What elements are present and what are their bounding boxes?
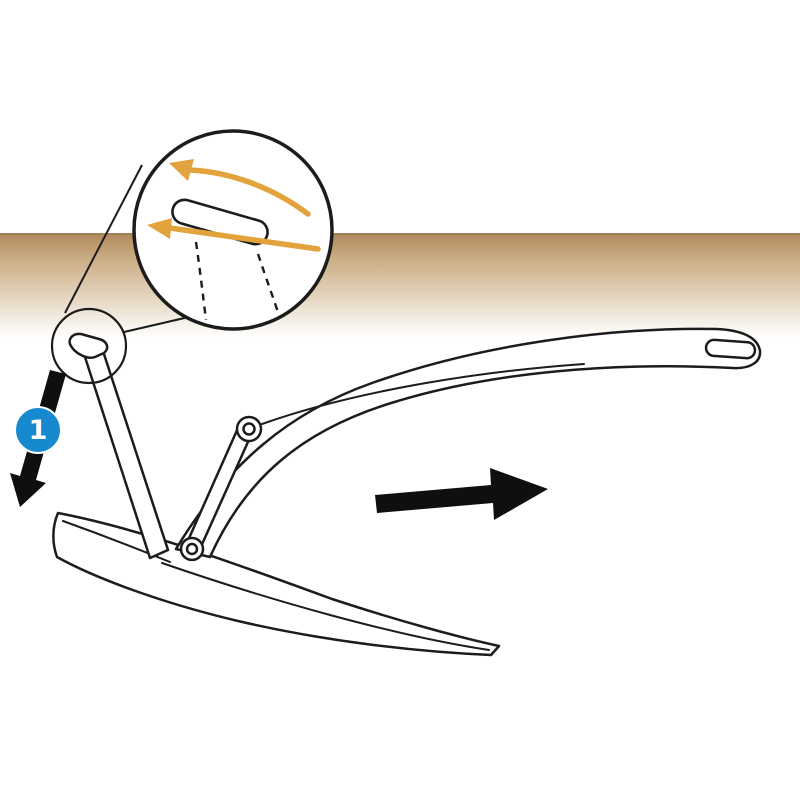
pivot-bolt-lower xyxy=(179,536,205,562)
anchor-tip-blade xyxy=(68,332,109,359)
flow-arrow-lower-head-icon xyxy=(147,218,172,239)
flow-arrows xyxy=(147,159,321,252)
seabed-band xyxy=(0,233,800,337)
step-1-badge: 1 xyxy=(14,406,62,454)
pivot-bolt-upper-center xyxy=(242,422,256,436)
shackle-slot xyxy=(704,338,757,360)
pivot-bolt-lower-center xyxy=(185,542,199,556)
flow-arrow-upper xyxy=(187,167,311,217)
hidden-edge-right xyxy=(256,253,282,319)
tip-highlight-circle xyxy=(50,307,128,385)
pivot-bolt-upper xyxy=(235,415,263,443)
drag-right-arrow-icon xyxy=(375,468,548,520)
seabed-gradient xyxy=(0,233,800,337)
anchor-fluke xyxy=(52,511,501,657)
fluke-crease-line xyxy=(161,562,490,651)
flow-arrow-lower xyxy=(167,225,321,252)
fluke-edge-line xyxy=(62,520,171,563)
anchor-shank xyxy=(174,327,762,559)
shank-inner-line xyxy=(261,363,585,425)
hidden-edge-left xyxy=(194,241,208,321)
zoom-inset xyxy=(132,129,334,331)
step-badge-circle xyxy=(14,406,62,454)
flow-arrow-upper-head-icon xyxy=(169,159,194,181)
anchor-illustration xyxy=(52,327,762,657)
hidden-edge-lines xyxy=(194,241,282,321)
callout-line-upper xyxy=(64,164,143,314)
step-badge-number: 1 xyxy=(29,415,48,446)
